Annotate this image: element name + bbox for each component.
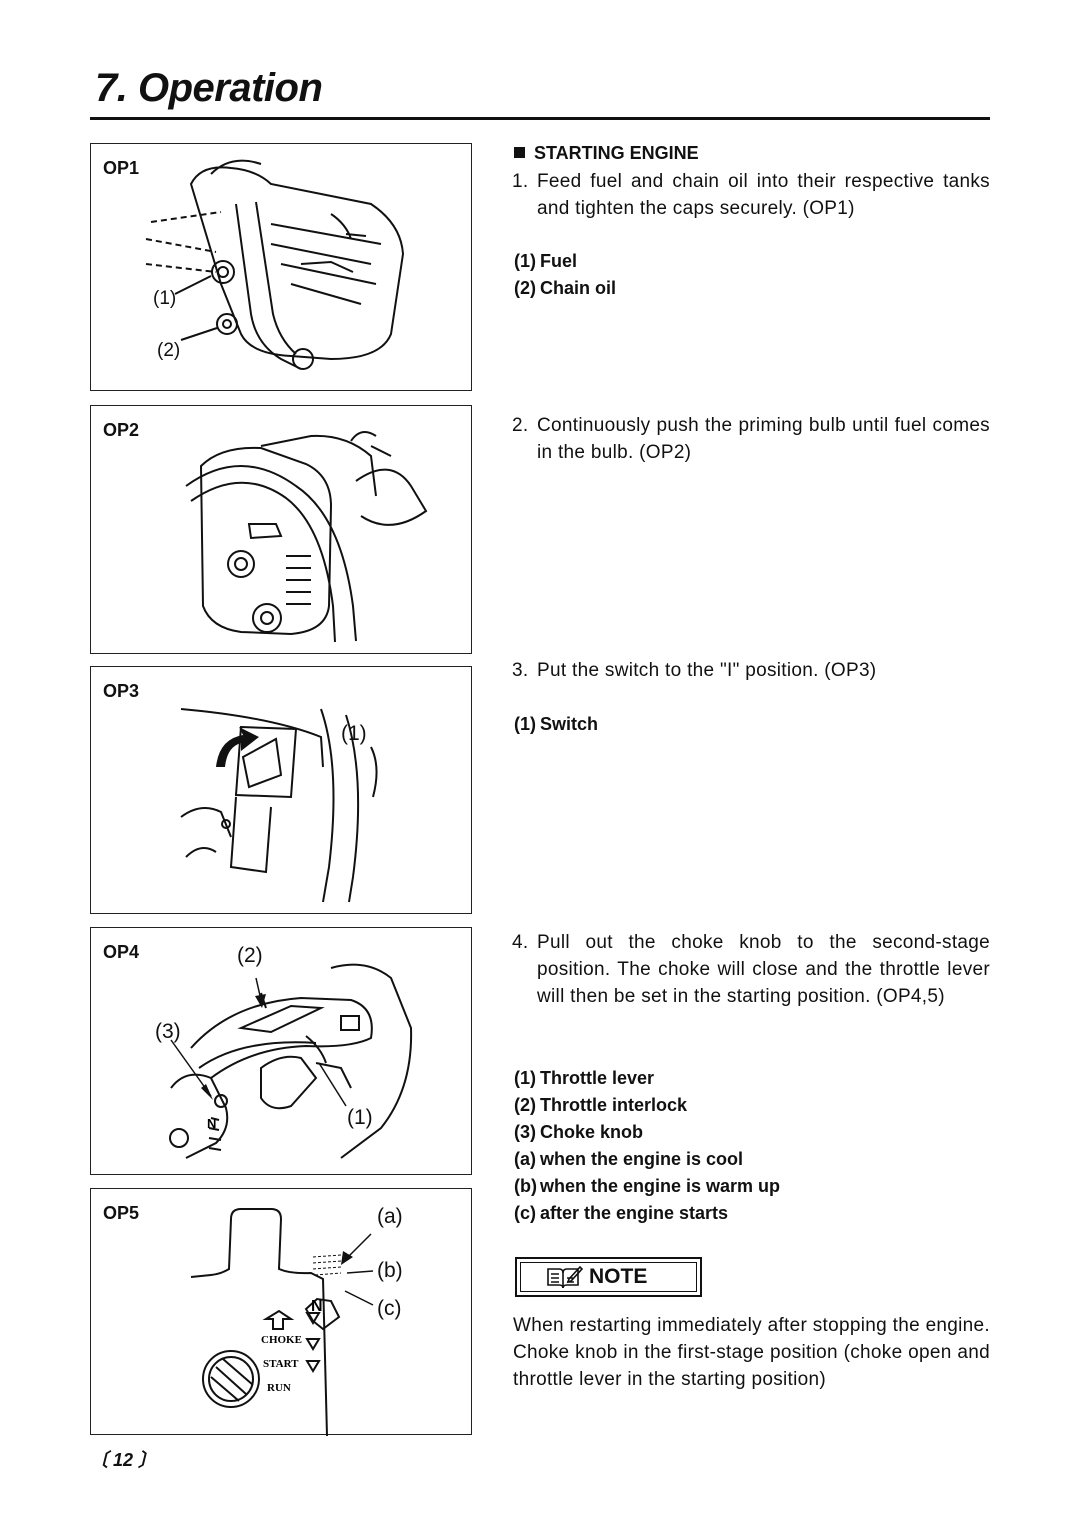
legend-label: when the engine is warm up [540,1176,781,1196]
step-text: Put the switch to the "I" position. (OP3… [537,660,877,681]
op3-callout-1: (1) [341,722,367,745]
legend-key: (1) [514,1068,536,1088]
op2-label: OP2 [103,420,140,440]
note-text: When restarting immediately after stoppi… [513,1315,990,1390]
op2-illustration [185,431,428,643]
step-number: 2. [512,415,529,436]
figure-op2: OP2 [90,405,472,654]
op4-callout-3: (3) [155,1020,181,1043]
step-text: Continuously push the priming bulb until… [537,415,990,463]
op5-label: OP5 [103,1203,140,1223]
legend-item: (1)Switch [514,711,598,738]
legend-key: (a) [514,1149,536,1169]
title-rule [90,117,990,120]
legend-key: (b) [514,1176,537,1196]
step-number: 3. [512,660,529,681]
section-heading: STARTING ENGINE [514,143,699,164]
legend-key: (2) [514,278,536,298]
step-number: 4. [512,932,529,953]
legend-key: (3) [514,1122,536,1142]
op4-illustration: N [169,963,413,1159]
op1-illustration [145,159,405,370]
legend-key: (2) [514,1095,536,1115]
op1-callout-2: (2) [157,340,181,361]
step-4: 4. Pull out the choke knob to the second… [512,929,990,1010]
legend-item: (c)after the engine starts [514,1200,780,1227]
legend-label: Fuel [540,251,578,271]
figure-op4: N OP4 (2) (3) (1) [90,927,472,1175]
legend-label: Chain oil [540,278,616,298]
legend-key: (1) [514,251,536,271]
op5-illustration: N CHOKE START RUN [190,1208,374,1436]
op5-n-mark: N [311,1298,323,1315]
op1-callout-1: (1) [153,288,177,309]
step-number: 1. [512,171,529,192]
legend-label: when the engine is cool [540,1149,744,1169]
step-2: 2. Continuously push the priming bulb un… [512,412,990,466]
step-text: Feed fuel and chain oil into their respe… [537,171,990,219]
op5-callout-b: (b) [377,1259,403,1282]
op1-label: OP1 [103,158,140,178]
legend-item: (1)Throttle lever [514,1065,780,1092]
step-text: Pull out the choke knob to the second-st… [537,932,990,1007]
legend-item: (a)when the engine is cool [514,1146,780,1173]
op4-callout-2: (2) [237,944,263,967]
op5-callout-c: (c) [377,1297,402,1320]
legend-op4: (1)Throttle lever (2)Throttle interlock … [514,1065,780,1227]
figure-op1: OP1 (1) (2) [90,143,472,391]
op5-start-mark: START [263,1358,299,1370]
legend-key: (1) [514,714,536,734]
legend-label: Choke knob [540,1122,644,1142]
op4-label: OP4 [103,942,140,962]
page-title: 7. Operation [95,66,323,110]
step-1: 1. Feed fuel and chain oil into their re… [512,168,990,222]
figure-op3: OP3 (1) [90,666,472,914]
note-pencil-icon [547,1265,583,1289]
op3-label: OP3 [103,681,140,701]
op3-illustration [180,708,378,903]
step-3: 3. Put the switch to the "I" position. (… [512,657,990,684]
figure-op5: N CHOKE START RUN OP5 (a) (b) (c) [90,1188,472,1436]
legend-item: (3)Choke knob [514,1119,780,1146]
op5-run-mark: RUN [267,1382,291,1394]
op5-callout-a: (a) [377,1205,403,1228]
op4-n-mark: N [207,1116,216,1131]
op5-choke-mark: CHOKE [261,1334,302,1346]
legend-label: Switch [540,714,599,734]
legend-label: Throttle interlock [540,1095,688,1115]
note-box: NOTE [515,1257,702,1297]
legend-label: after the engine starts [540,1203,729,1223]
note-label: NOTE [589,1265,648,1288]
page-number: 〔 12 〕 [90,1450,157,1470]
legend-item: (2)Chain oil [514,275,616,302]
legend-label: Throttle lever [540,1068,655,1088]
legend-item: (1)Fuel [514,248,616,275]
legend-item: (b)when the engine is warm up [514,1173,780,1200]
op4-callout-1: (1) [347,1106,373,1129]
note-inner-border [520,1262,697,1292]
legend-key: (c) [514,1203,536,1223]
legend-item: (2)Throttle interlock [514,1092,780,1119]
section-title: STARTING ENGINE [534,143,699,163]
legend-op3: (1)Switch [514,711,598,738]
legend-op1: (1)Fuel (2)Chain oil [514,248,616,302]
square-bullet-icon [514,147,525,158]
